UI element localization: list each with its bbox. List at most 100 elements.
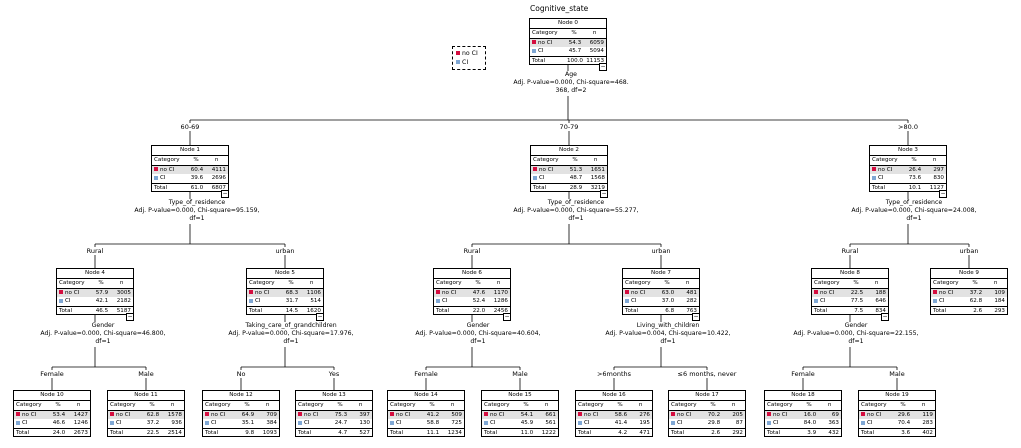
cell-label: Category xyxy=(812,278,847,289)
table-header-row: Category%n xyxy=(482,400,558,411)
category-swatch xyxy=(814,290,818,294)
collapse-icon[interactable]: − xyxy=(600,190,608,198)
branch-label-b-2: 70-79 xyxy=(558,123,580,131)
table-header-row: Category%n xyxy=(765,400,841,411)
node-title: Node 4 xyxy=(85,270,105,276)
cell-count: 2696 xyxy=(211,175,226,181)
category-swatch xyxy=(533,167,537,171)
cell-percent: % xyxy=(965,278,985,289)
cell-percent: 4.7 xyxy=(330,427,350,437)
cell-count: n xyxy=(161,400,184,411)
category-swatch xyxy=(484,420,488,425)
table-header-row: Category%n xyxy=(530,28,606,39)
cell-percent: % xyxy=(468,278,488,289)
cell-count: 1106 xyxy=(300,288,323,297)
legend-swatch-noci xyxy=(456,51,460,55)
cell-percent: 28.9 xyxy=(565,182,585,192)
cell-count: 514 xyxy=(310,298,321,304)
cell-category: no CI xyxy=(203,410,238,419)
split-label-line: df=1 xyxy=(906,215,922,222)
cell-count: 11153 xyxy=(583,55,606,65)
collapse-icon[interactable]: − xyxy=(881,313,889,321)
cell-label: Total xyxy=(203,427,238,437)
cell-label: Category xyxy=(203,400,238,411)
collapse-icon[interactable]: − xyxy=(221,190,229,198)
node-title: Node 6 xyxy=(462,270,482,276)
cell-count: 384 xyxy=(266,420,277,426)
split-label-line: df=1 xyxy=(283,338,299,345)
node-title: Node 14 xyxy=(414,392,438,398)
cell-label: Total xyxy=(669,427,704,437)
cell-count: 293 xyxy=(984,305,1007,315)
cell-percent: 58.6 xyxy=(610,410,630,419)
cell-category: no CI xyxy=(14,410,49,419)
table-header-row: Category%n xyxy=(108,400,184,411)
collapse-icon[interactable]: − xyxy=(939,190,947,198)
collapse-icon[interactable]: − xyxy=(599,63,607,71)
cell-percent: 48.7 xyxy=(569,175,583,181)
cell-category: no CI xyxy=(434,288,469,297)
cell-category: CI xyxy=(203,419,238,428)
collapse-icon[interactable]: − xyxy=(316,313,324,321)
table-header-row: Category%n xyxy=(859,400,935,411)
cell-percent: % xyxy=(48,400,68,411)
branch-label-b-3: >80.0 xyxy=(897,123,919,131)
cell-count: n xyxy=(583,28,606,39)
cell-count: 471 xyxy=(629,427,652,437)
collapse-icon[interactable]: − xyxy=(126,313,134,321)
collapse-icon[interactable]: − xyxy=(692,313,700,321)
cell-label: Category xyxy=(108,400,143,411)
cell-category: no CI xyxy=(669,410,704,419)
cell-label: Total xyxy=(14,427,49,437)
cell-label: Category xyxy=(576,400,611,411)
cell-category: CI xyxy=(482,419,517,428)
category-swatch xyxy=(532,48,536,53)
cell-count: 5187 xyxy=(110,305,133,315)
collapse-icon[interactable]: − xyxy=(503,313,511,321)
cell-percent: 3.9 xyxy=(799,427,819,437)
cell-percent: 11.0 xyxy=(516,427,536,437)
cell-count: n xyxy=(818,400,841,411)
cell-percent: 6.8 xyxy=(657,305,677,315)
cell-label: Total xyxy=(623,305,658,315)
